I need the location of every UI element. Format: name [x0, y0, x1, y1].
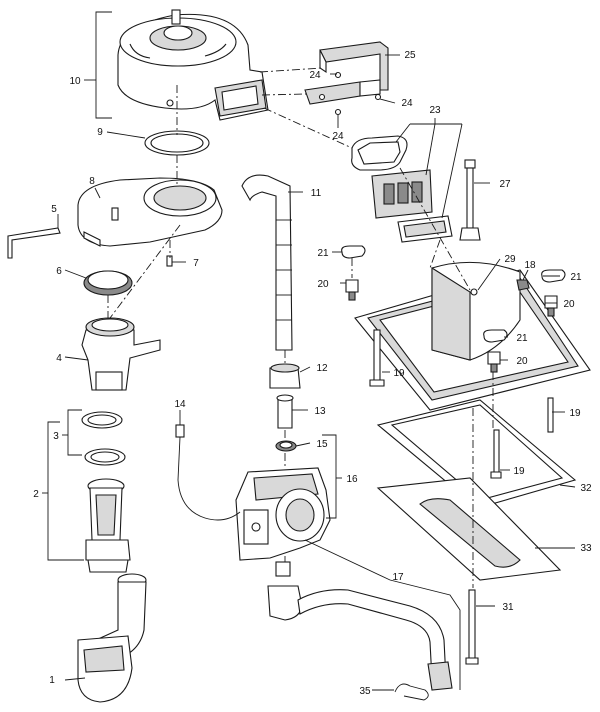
burner-housing: [77, 177, 223, 247]
callout-29: 29: [504, 254, 516, 265]
callout-18: 18: [524, 260, 536, 271]
callout-19-left: 19: [393, 368, 405, 379]
callout-31: 31: [502, 602, 514, 613]
callout-9: 9: [97, 127, 103, 138]
o-rings: [81, 411, 126, 466]
mounting-bracket: [304, 41, 389, 116]
callout-4: 4: [56, 353, 62, 364]
callout-13: 13: [314, 406, 326, 417]
nut: [516, 279, 530, 291]
gas-inlet-pipe: [267, 561, 453, 691]
callout-21-right: 21: [570, 272, 582, 283]
callout-20-right: 20: [563, 299, 575, 310]
callout-16: 16: [346, 474, 358, 485]
callout-24-right: 24: [401, 98, 413, 109]
callout-24-bottom: 24: [332, 131, 344, 142]
callout-19-mid: 19: [513, 466, 525, 477]
seal-kit: [351, 135, 453, 243]
bolts: [369, 329, 554, 665]
burner-seal: [83, 270, 133, 296]
fan-housing: [117, 9, 269, 121]
callout-32: 32: [580, 483, 592, 494]
callout-11: 11: [311, 188, 322, 199]
callout-21-left: 21: [317, 248, 329, 259]
callout-labels: 1 2 3 4 5 6 7 8 9 10 11 12 13 14 15 16 1…: [33, 50, 592, 697]
callout-10: 10: [69, 76, 81, 87]
callout-20-left: 20: [317, 279, 329, 290]
siphon-elbow: [77, 573, 147, 703]
callout-7: 7: [193, 258, 199, 269]
callout-14: 14: [174, 399, 186, 410]
callout-27: 27: [499, 179, 511, 190]
callout-8: 8: [89, 176, 95, 187]
pipe-nut: [269, 363, 301, 389]
sensor-cable: [175, 424, 241, 521]
callout-33: 33: [580, 543, 592, 554]
callout-15: 15: [316, 439, 328, 450]
tray-gasket: [376, 399, 577, 509]
small-screw: [166, 255, 173, 267]
pipe-adapter: [276, 394, 294, 429]
gas-pipe: [241, 174, 293, 351]
assembly-lines: [107, 67, 494, 588]
callout-23: 23: [429, 105, 441, 116]
callout-6: 6: [56, 266, 62, 277]
spring-clip: [394, 683, 429, 701]
callout-2: 2: [33, 489, 39, 500]
leader-lines: [42, 11, 576, 691]
callout-17: 17: [392, 572, 404, 583]
combustion-tray: [354, 261, 591, 411]
gas-valve: [235, 467, 331, 561]
pipe-seal: [275, 440, 297, 452]
callout-20-mid: 20: [516, 356, 528, 367]
callout-12: 12: [316, 363, 328, 374]
callout-5: 5: [51, 204, 57, 215]
callout-1: 1: [49, 675, 55, 686]
siphon-body: [85, 478, 131, 573]
callout-3: 3: [53, 431, 59, 442]
callout-25: 25: [404, 50, 416, 61]
callout-19-right: 19: [569, 408, 581, 419]
callout-24-top: 24: [309, 70, 321, 81]
electrodes: [345, 279, 558, 373]
callout-21-mid: 21: [516, 333, 528, 344]
venturi: [81, 317, 161, 391]
fan-seal-ring: [144, 130, 210, 156]
callout-35: 35: [359, 686, 371, 697]
base-plate: [376, 477, 562, 581]
connecting-rod: [7, 227, 61, 259]
probe-rod: [459, 159, 481, 241]
